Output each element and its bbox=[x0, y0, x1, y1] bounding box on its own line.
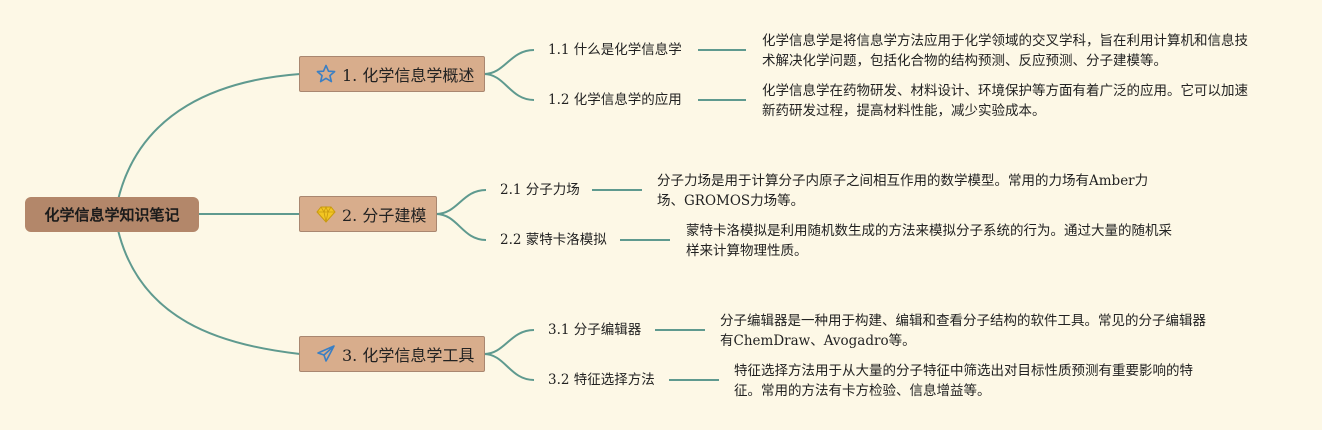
paper-plane-icon bbox=[316, 344, 336, 364]
link-root-topic1 bbox=[117, 73, 301, 201]
link-t2-s1 bbox=[435, 189, 487, 215]
topic-label-2: 2. 分子建模 bbox=[342, 206, 427, 225]
subtopic-1-2[interactable]: 1.2 化学信息学的应用 bbox=[548, 92, 682, 108]
desc-3-2: 特征选择方法用于从大量的分子特征中筛选出对目标性质预测有重要影响的特征。常用的方… bbox=[734, 363, 1193, 399]
desc-3-1: 分子编辑器是一种用于构建、编辑和查看分子结构的软件工具。常见的分子编辑器有Che… bbox=[720, 313, 1206, 349]
root-node[interactable]: 化学信息学知识笔记 bbox=[25, 197, 199, 232]
subtopic-2-1[interactable]: 2.1 分子力场 bbox=[500, 182, 580, 198]
desc-2-2: 蒙特卡洛模拟是利用随机数生成的方法来模拟分子系统的行为。通过大量的随机采样来计算… bbox=[686, 223, 1172, 259]
star-icon bbox=[316, 64, 336, 84]
link-t1-s1 bbox=[483, 49, 535, 75]
root-label: 化学信息学知识笔记 bbox=[44, 206, 180, 224]
link-root-topic3 bbox=[117, 229, 301, 355]
topic-node-2[interactable]: 2. 分子建模 bbox=[299, 196, 437, 232]
desc-2-1: 分子力场是用于计算分子内原子之间相互作用的数学模型。常用的力场有Amber力场、… bbox=[657, 173, 1149, 209]
topic-node-1[interactable]: 1. 化学信息学概述 bbox=[299, 56, 485, 92]
link-t3-s1 bbox=[483, 329, 535, 355]
desc-1-2: 化学信息学在药物研发、材料设计、环境保护等方面有着广泛的应用。它可以加速新药研发… bbox=[762, 83, 1248, 119]
subtopic-3-1[interactable]: 3.1 分子编辑器 bbox=[548, 322, 642, 338]
subtopic-3-2[interactable]: 3.2 特征选择方法 bbox=[548, 372, 655, 388]
topic-node-3[interactable]: 3. 化学信息学工具 bbox=[299, 336, 485, 372]
topic-label-3: 3. 化学信息学工具 bbox=[342, 346, 475, 365]
link-t3-s2 bbox=[483, 353, 535, 381]
link-t1-s2 bbox=[483, 73, 535, 101]
gem-icon bbox=[316, 204, 336, 224]
topic-label-1: 1. 化学信息学概述 bbox=[342, 66, 475, 85]
link-t2-s2 bbox=[435, 213, 487, 241]
desc-1-1: 化学信息学是将信息学方法应用于化学领域的交叉学科，旨在利用计算机和信息技术解决化… bbox=[762, 33, 1248, 69]
subtopic-2-2[interactable]: 2.2 蒙特卡洛模拟 bbox=[500, 232, 607, 248]
subtopic-1-1[interactable]: 1.1 什么是化学信息学 bbox=[548, 42, 682, 58]
